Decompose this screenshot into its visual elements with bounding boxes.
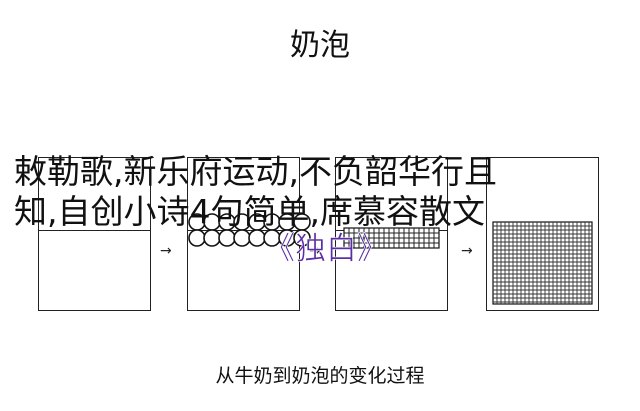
bubble bbox=[203, 229, 221, 247]
overlay-headline-line-1: 敕勒歌,新乐府运动,不负韶华行且 bbox=[14, 152, 497, 191]
stage-1-box bbox=[38, 157, 151, 311]
stage-1-liquid-line bbox=[39, 230, 150, 231]
bubble bbox=[218, 229, 236, 247]
stage-2-box bbox=[187, 157, 311, 311]
stage-4-box bbox=[486, 157, 599, 311]
fine-foam-grid bbox=[343, 227, 440, 249]
diagram-title: 奶泡 bbox=[290, 28, 350, 63]
bubble-cluster bbox=[188, 213, 311, 247]
bubble bbox=[248, 229, 266, 247]
dense-foam-grid bbox=[492, 221, 593, 305]
overlay-headline-line-3: 《独白》 bbox=[264, 231, 389, 268]
bubble bbox=[233, 229, 251, 247]
bubble bbox=[293, 229, 311, 247]
arrow-3-icon: → bbox=[461, 243, 473, 259]
stage-3-box bbox=[335, 157, 448, 311]
diagram-caption: 从牛奶到奶泡的变化过程 bbox=[215, 365, 425, 387]
arrow-1-icon: → bbox=[160, 243, 172, 259]
bubble bbox=[188, 229, 206, 247]
overlay-headline-line-2: 知,自创小诗4句简单,席慕容散文 bbox=[14, 192, 485, 231]
arrow-2-icon: → bbox=[309, 243, 321, 259]
